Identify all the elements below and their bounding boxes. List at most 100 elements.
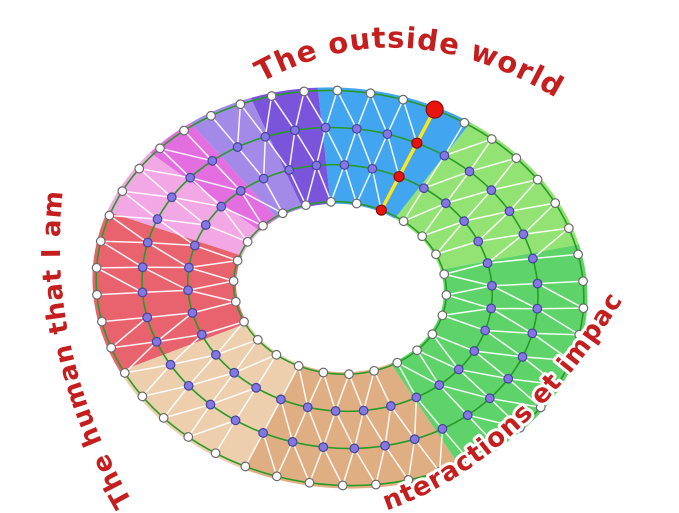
mesh-node xyxy=(344,369,354,380)
mesh-node xyxy=(92,289,102,300)
mesh-node xyxy=(232,255,243,266)
mesh-node xyxy=(166,192,177,203)
mesh-node xyxy=(482,258,493,269)
rotated-torus xyxy=(91,85,589,491)
mesh-node xyxy=(155,143,165,154)
mesh-node xyxy=(417,231,428,242)
mesh-node xyxy=(320,122,331,133)
mesh-node xyxy=(351,198,362,209)
mesh-node xyxy=(437,310,448,321)
mesh-node xyxy=(535,402,546,413)
mesh-lines-group xyxy=(96,90,584,486)
mesh-node xyxy=(491,440,501,451)
torus-mesh-group xyxy=(91,85,589,491)
mesh-node xyxy=(117,186,128,197)
sector-magenta xyxy=(149,122,278,232)
sector-pink-light xyxy=(107,152,261,256)
highlight-group xyxy=(375,100,444,216)
mesh-node xyxy=(464,166,475,177)
mesh-node xyxy=(235,186,246,196)
mesh-node xyxy=(158,412,169,423)
mesh-node xyxy=(469,346,480,356)
mesh-node xyxy=(332,85,343,96)
highlight-node xyxy=(393,170,405,183)
mesh-node xyxy=(518,229,529,240)
mesh-node xyxy=(349,443,360,454)
mesh-node xyxy=(183,432,194,442)
mesh-node xyxy=(398,94,409,105)
mesh-node xyxy=(385,401,396,411)
mesh-node xyxy=(302,402,313,413)
mesh-node xyxy=(358,405,369,416)
mesh-node xyxy=(532,174,543,185)
mesh-node xyxy=(480,325,491,336)
mesh-node xyxy=(532,278,543,289)
highlight-node xyxy=(411,137,423,149)
mesh-node xyxy=(337,480,348,491)
mesh-node xyxy=(311,160,322,171)
sector-tan-dark xyxy=(243,363,461,489)
mesh-node xyxy=(370,479,381,490)
sector-tan-light xyxy=(119,323,300,470)
mesh-node xyxy=(453,364,464,375)
mesh-node xyxy=(179,125,189,136)
mesh-node xyxy=(473,236,484,247)
mesh-node xyxy=(142,312,153,323)
mesh-node xyxy=(165,359,176,370)
mesh-node xyxy=(228,276,239,286)
mesh-node xyxy=(578,276,588,287)
mesh-node xyxy=(183,285,193,296)
mesh-node xyxy=(293,360,304,371)
mesh-node xyxy=(134,163,145,174)
mesh-node xyxy=(330,406,341,416)
mesh-node xyxy=(392,357,403,368)
mesh-node xyxy=(412,345,422,356)
mesh-node xyxy=(206,110,216,121)
mesh-node xyxy=(503,373,514,384)
mesh-node xyxy=(207,155,218,166)
mesh-node xyxy=(151,336,162,347)
mesh-node xyxy=(403,475,414,485)
mesh-node xyxy=(187,307,198,318)
mesh-node xyxy=(152,214,163,225)
highlight-node xyxy=(425,100,444,119)
mesh-node xyxy=(517,351,528,362)
mesh-node xyxy=(240,461,251,472)
mesh-node xyxy=(230,296,241,307)
mesh-node xyxy=(574,329,585,340)
mesh-node xyxy=(290,125,300,136)
highlight-spoke xyxy=(379,108,437,211)
mesh-node xyxy=(418,183,429,194)
mesh-node xyxy=(440,198,451,209)
mesh-node xyxy=(434,380,445,390)
mesh-node xyxy=(183,380,194,391)
mesh-node xyxy=(304,477,315,488)
mesh-node xyxy=(137,262,148,273)
mesh-node xyxy=(434,466,445,477)
mesh-node xyxy=(232,142,243,152)
mesh-node xyxy=(119,367,130,378)
mesh-node xyxy=(300,200,311,211)
mesh-node xyxy=(339,160,350,170)
mesh-node xyxy=(258,173,269,184)
mesh-node xyxy=(239,316,249,327)
mesh-node xyxy=(380,440,390,451)
mesh-node xyxy=(351,123,362,134)
sector-purple-dark xyxy=(250,87,331,209)
mesh-node xyxy=(183,262,194,273)
mesh-node xyxy=(235,99,246,110)
mesh-node xyxy=(251,382,262,393)
mesh-node xyxy=(550,198,561,209)
mesh-node xyxy=(137,391,148,402)
mesh-node xyxy=(271,471,282,482)
mesh-node xyxy=(326,196,336,207)
mesh-node xyxy=(258,428,269,438)
mesh-node xyxy=(242,236,253,247)
mesh-node xyxy=(365,88,376,99)
mesh-node xyxy=(441,290,452,300)
mesh-node xyxy=(504,206,515,217)
mesh-node xyxy=(486,303,497,314)
mesh-node xyxy=(95,236,106,247)
mesh-node xyxy=(277,208,288,219)
mesh-node xyxy=(563,223,574,234)
